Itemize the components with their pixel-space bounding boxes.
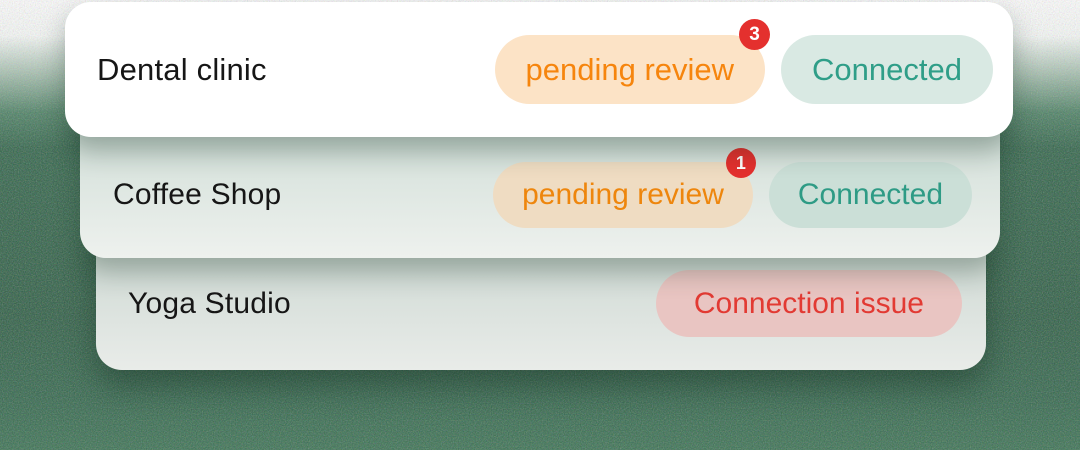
row-content: Dental clinic pending review 3 Connected bbox=[97, 19, 993, 104]
business-name: Dental clinic bbox=[97, 51, 267, 87]
connected-badge[interactable]: Connected bbox=[781, 35, 993, 104]
notification-count-badge: 3 bbox=[739, 19, 771, 50]
status-badges: Connection issue bbox=[655, 270, 962, 337]
connected-badge[interactable]: Connected bbox=[768, 161, 972, 228]
pending-review-label: pending review bbox=[522, 177, 724, 211]
pending-review-chip[interactable]: pending review 3 bbox=[494, 19, 771, 104]
connected-label: Connected bbox=[812, 51, 962, 87]
status-badges: pending review 3 Connected bbox=[494, 19, 993, 104]
connection-issue-label: Connection issue bbox=[693, 286, 924, 320]
pending-review-label: pending review bbox=[525, 51, 735, 87]
pending-review-chip[interactable]: pending review 1 bbox=[493, 147, 756, 228]
business-name: Coffee Shop bbox=[113, 177, 282, 211]
business-name: Yoga Studio bbox=[128, 286, 291, 320]
notification-count-badge: 1 bbox=[725, 147, 756, 178]
status-badges: pending review 1 Connected bbox=[493, 147, 972, 228]
row-content: Coffee Shop pending review 1 Connected bbox=[113, 147, 972, 228]
row-content: Yoga Studio Connection issue bbox=[128, 270, 962, 337]
business-row-dental-clinic[interactable]: Dental clinic pending review 3 Connected bbox=[65, 2, 1013, 137]
connection-issue-badge[interactable]: Connection issue bbox=[655, 270, 962, 337]
connected-label: Connected bbox=[797, 177, 943, 211]
